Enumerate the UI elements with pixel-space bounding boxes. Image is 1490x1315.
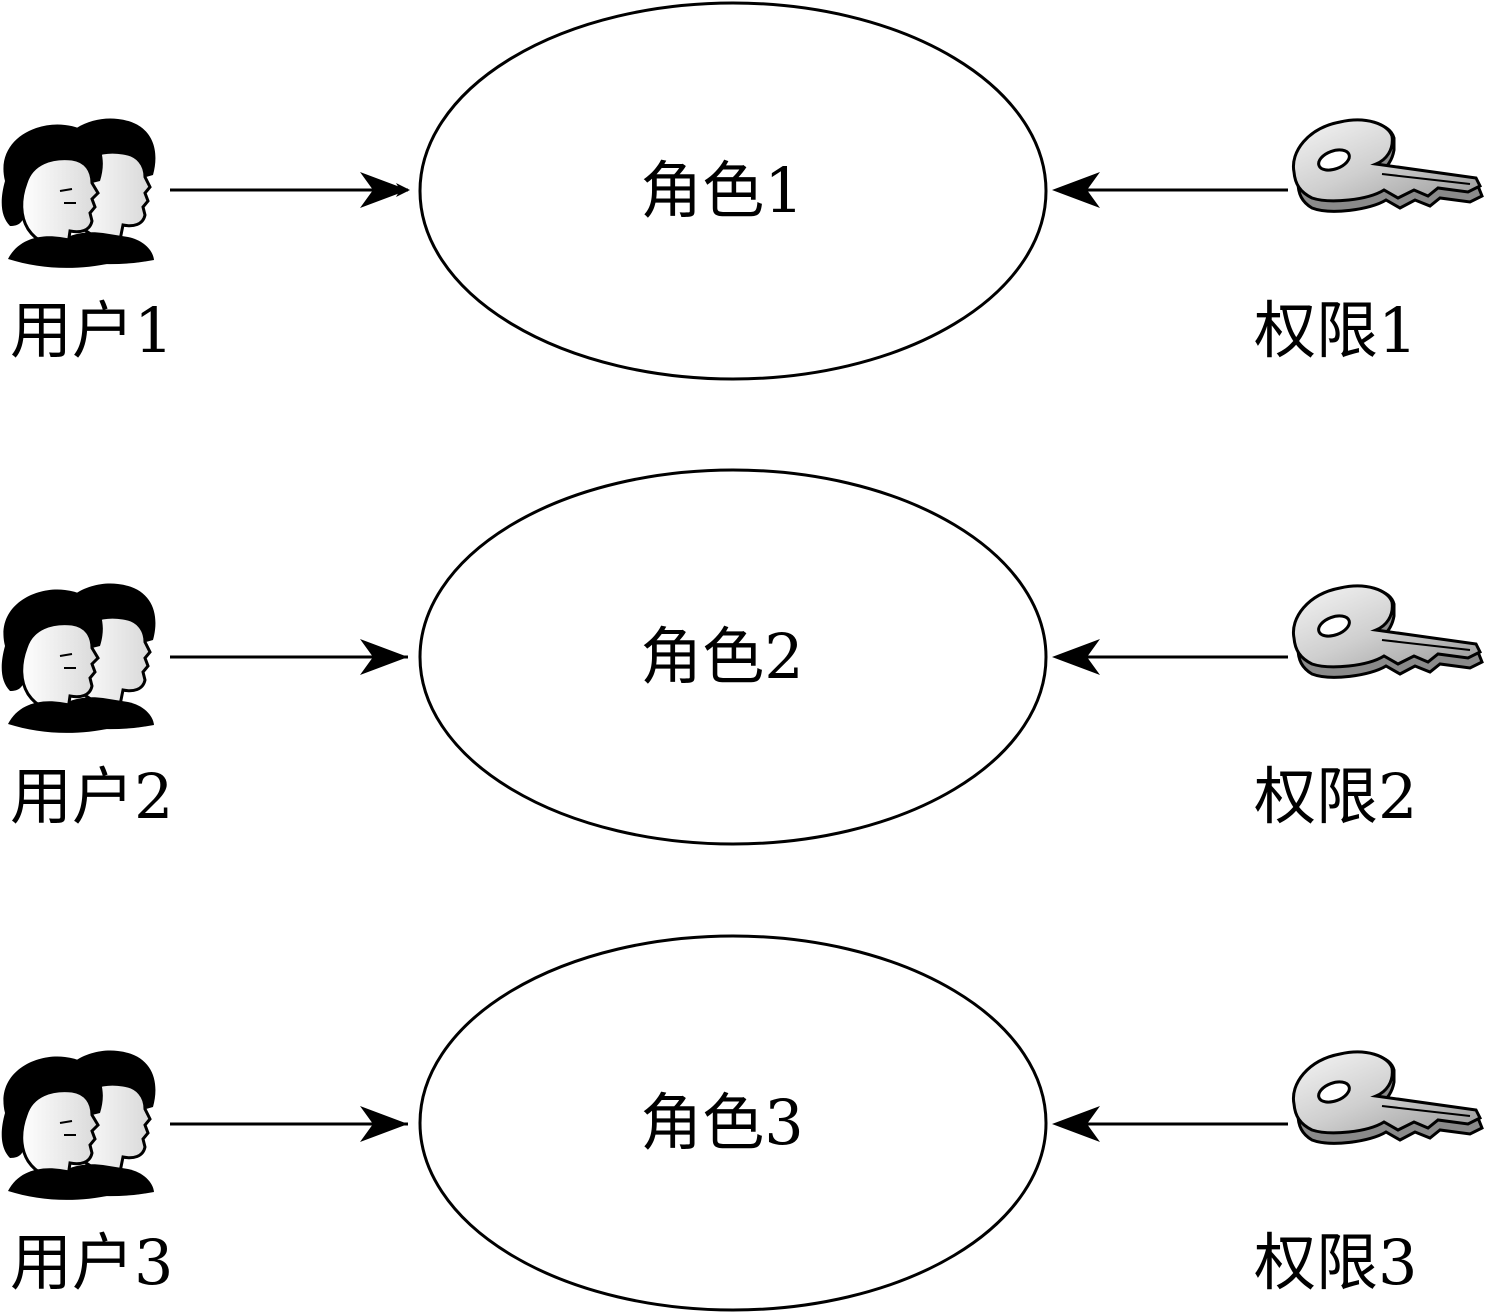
- permission-label: 权限1: [1254, 294, 1417, 367]
- permission-to-role-arrowhead: [1052, 172, 1100, 208]
- row-1: 用户1 角色1 权限1: [0, 1, 1484, 381]
- role-label: 角色2: [640, 620, 803, 693]
- role-label: 角色1: [640, 154, 803, 227]
- user-pair-icon: [0, 116, 157, 270]
- role-node: [418, 1, 1048, 381]
- user-to-role-arrowhead: [360, 639, 408, 675]
- user-label: 用户2: [10, 760, 173, 833]
- role-node: [418, 934, 1048, 1312]
- user-to-role-arrowhead: [360, 172, 408, 208]
- user-pair-icon: [0, 581, 157, 735]
- user-label: 用户3: [10, 1226, 173, 1299]
- user-pair-icon: [0, 1048, 157, 1202]
- key-icon: [1291, 584, 1484, 679]
- row-2: 用户2 角色2 权限2: [0, 468, 1484, 846]
- row-3: 用户3 角色3 权限3: [0, 934, 1484, 1312]
- user-label: 用户1: [10, 294, 173, 367]
- role-label: 角色3: [640, 1086, 803, 1159]
- user-to-role-arrowhead: [360, 1106, 408, 1142]
- key-icon: [1291, 118, 1484, 213]
- permission-to-role-arrowhead: [1052, 639, 1100, 675]
- permission-label: 权限3: [1254, 1226, 1417, 1299]
- role-node: [418, 468, 1048, 846]
- permission-label: 权限2: [1254, 760, 1417, 833]
- permission-to-role-arrowhead: [1052, 1106, 1100, 1142]
- key-icon: [1291, 1050, 1484, 1145]
